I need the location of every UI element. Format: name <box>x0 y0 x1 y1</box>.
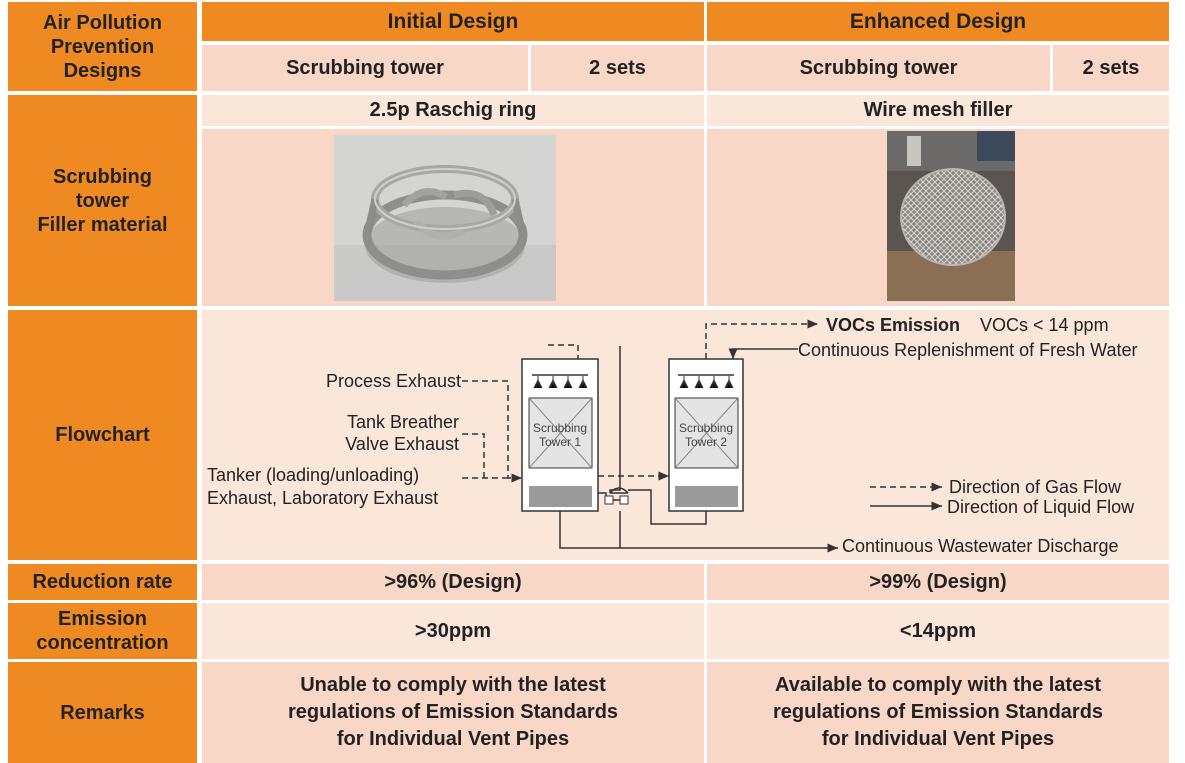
tank-breather-label-2: Valve Exhaust <box>345 434 459 454</box>
tower-1-spray-nozzles <box>533 376 588 389</box>
initial-design-header: Initial Design <box>202 2 704 41</box>
remarks-row-label: Remarks <box>8 662 197 763</box>
raschig-ring-photo <box>334 135 556 301</box>
enhanced-remarks: Available to comply with the latest regu… <box>707 662 1169 763</box>
emission-row-label: Emission concentration <box>8 603 197 659</box>
tower-1-label-line1: Scrubbing <box>533 421 587 435</box>
tanker-label-1: Tanker (loading/unloading) <box>207 465 419 485</box>
wastewater-label: Continuous Wastewater Discharge <box>842 536 1118 556</box>
wire-mesh-filler-photo <box>887 131 1015 301</box>
process-exhaust-label: Process Exhaust <box>326 371 461 391</box>
gas-flow-legend-label: Direction of Gas Flow <box>949 477 1122 497</box>
enhanced-emission-concentration: <14ppm <box>707 603 1169 659</box>
fresh-water-label: Continuous Replenishment of Fresh Water <box>798 340 1138 360</box>
vocs-limit-label: VOCs < 14 ppm <box>980 315 1109 335</box>
flowchart-row-label: Flowchart <box>8 310 197 560</box>
tower-2-sump <box>675 486 738 507</box>
initial-filler-name: 2.5p Raschig ring <box>202 95 704 126</box>
enhanced-equipment: Scrubbing tower <box>707 45 1050 91</box>
initial-reduction-rate: >96% (Design) <box>202 564 704 600</box>
tower-1-sump <box>529 486 592 507</box>
enhanced-quantity: 2 sets <box>1053 45 1169 91</box>
tanker-label-2: Exhaust, Laboratory Exhaust <box>207 488 438 508</box>
gas-inlet-lines <box>462 319 818 483</box>
tower-2-label-line1: Scrubbing <box>679 421 733 435</box>
liquid-flow-legend-label: Direction of Liquid Flow <box>947 497 1135 517</box>
initial-equipment: Scrubbing tower <box>202 45 528 91</box>
tower-1-label-line2: Tower 1 <box>539 435 581 449</box>
enhanced-reduction-rate: >99% (Design) <box>707 564 1169 600</box>
enhanced-filler-name: Wire mesh filler <box>707 95 1169 126</box>
enhanced-design-header: Enhanced Design <box>707 2 1169 41</box>
initial-remarks: Unable to comply with the latest regulat… <box>202 662 704 763</box>
reduction-row-label: Reduction rate <box>8 564 197 600</box>
tower-2-label-line2: Tower 2 <box>685 435 727 449</box>
initial-emission-concentration: >30ppm <box>202 603 704 659</box>
vocs-emission-label: VOCs Emission <box>826 315 960 335</box>
tank-breather-label-1: Tank Breather <box>347 412 459 432</box>
filler-row-label: Scrubbing tower Filler material <box>8 95 197 306</box>
header-row-label: Air Pollution Prevention Designs <box>8 2 197 91</box>
tower-2-spray-nozzles <box>679 376 734 389</box>
initial-quantity: 2 sets <box>531 45 704 91</box>
